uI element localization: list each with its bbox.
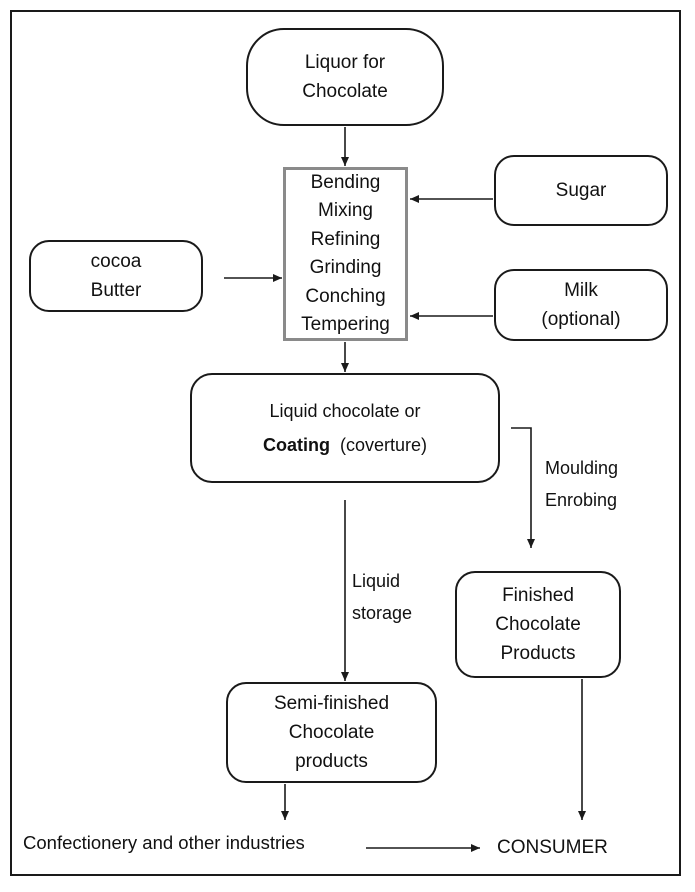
coverture-label: (coverture) — [339, 435, 428, 455]
cocoa-butter-line2: Butter — [90, 280, 142, 301]
cocoa-butter-node: cocoa Butter — [29, 240, 203, 312]
storage-label: storage — [352, 603, 413, 623]
arrow-liquid-to-finished — [511, 427, 535, 548]
step-refining: Refining — [310, 228, 381, 250]
process-steps-node: Bending Mixing Refining Grinding Conchin… — [283, 167, 408, 341]
sugar-label: Sugar — [555, 180, 607, 201]
liquid-chocolate-line1: Liquid chocolate or — [269, 401, 421, 421]
semi-finished-node: Semi-finished Chocolate products — [226, 682, 437, 783]
liquor-line2: Chocolate — [302, 81, 388, 102]
liquor-line1: Liquor for — [304, 52, 386, 73]
liquid-label: Liquid — [352, 571, 401, 591]
finished-line2: Chocolate — [495, 614, 581, 635]
sugar-node: Sugar — [494, 155, 668, 226]
step-grinding: Grinding — [309, 257, 382, 278]
cocoa-butter-line1: cocoa — [90, 251, 142, 272]
finished-line3: Products — [500, 643, 576, 664]
diagram-frame — [10, 10, 681, 876]
consumer-label: CONSUMER — [497, 837, 608, 858]
finished-line1: Finished — [502, 585, 574, 606]
step-tempering: Tempering — [301, 314, 390, 335]
moulding-label: Moulding — [545, 458, 619, 478]
finished-products-node: Finished Chocolate Products — [455, 571, 621, 678]
milk-node: Milk (optional) — [494, 269, 668, 341]
step-bending: Bending — [310, 171, 381, 193]
liquor-node: Liquor for Chocolate — [246, 28, 444, 126]
milk-line2: (optional) — [541, 309, 621, 330]
enrobing-label: Enrobing — [545, 490, 618, 510]
semi-line3: products — [295, 751, 368, 772]
coating-label: Coating — [262, 435, 330, 455]
milk-line1: Milk — [564, 280, 598, 301]
liquid-chocolate-line2: Coating (coverture) — [263, 428, 427, 462]
industries-label: Confectionery and other industries — [23, 832, 305, 853]
semi-line1: Semi-finished — [273, 693, 390, 714]
liquid-chocolate-node: Liquid chocolate or Coating (coverture) — [190, 373, 500, 483]
step-mixing: Mixing — [318, 200, 373, 221]
semi-line2: Chocolate — [288, 722, 375, 743]
step-conching: Conching — [305, 285, 386, 307]
